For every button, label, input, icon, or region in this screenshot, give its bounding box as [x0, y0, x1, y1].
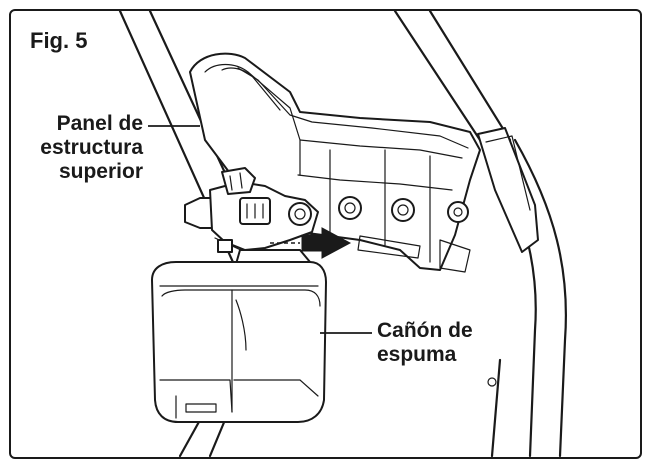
handle-pad: [477, 127, 539, 387]
callout-line: Panel de: [56, 112, 143, 135]
foam-cannon-valve: [184, 167, 319, 265]
callout-line: superior: [58, 160, 143, 183]
foam-cannon-bottle: [151, 261, 327, 423]
arrow-right-icon: [270, 227, 352, 259]
callout-line: estructura: [40, 136, 143, 159]
callout-foam-cannon: Cañón de espuma: [377, 319, 473, 367]
figure-title: Fig. 5: [30, 28, 88, 53]
callout-line: espuma: [377, 343, 457, 366]
callout-line: Cañón de: [377, 319, 473, 342]
callout-top-structure-panel: Panel de estructura superior: [40, 112, 143, 184]
